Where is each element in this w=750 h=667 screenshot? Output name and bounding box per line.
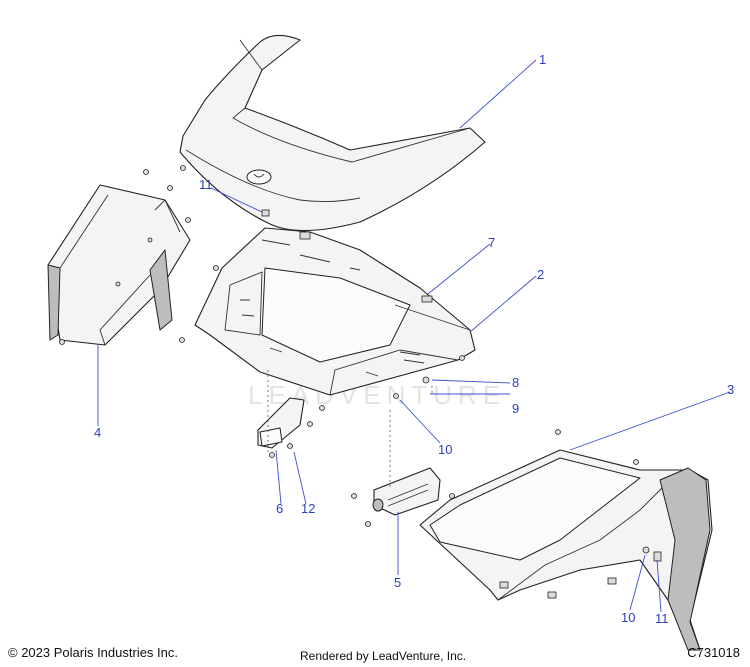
- diagram-code: C731018: [687, 645, 740, 660]
- callout-3: 3: [727, 382, 734, 397]
- copyright-text: © 2023 Polaris Industries Inc.: [8, 645, 178, 660]
- callout-11-right: 11: [655, 611, 669, 626]
- callout-6: 6: [276, 501, 283, 516]
- callout-10-center: 10: [438, 442, 452, 457]
- right-side-panel: [419, 449, 713, 651]
- callout-11-top: 11: [199, 177, 213, 192]
- alignment-lines: [267, 370, 433, 490]
- left-side-panel: [47, 184, 191, 346]
- fasteners: [59, 165, 662, 562]
- hood-top-panel: [179, 34, 486, 232]
- callout-1: 1: [539, 52, 546, 67]
- callout-9: 9: [512, 401, 519, 416]
- callout-2: 2: [537, 267, 544, 282]
- callout-5: 5: [394, 575, 401, 590]
- callout-8: 8: [512, 375, 519, 390]
- callout-12: 12: [301, 501, 315, 516]
- leader-lines: [97, 59, 731, 613]
- callout-4: 4: [94, 425, 101, 440]
- hood-support-frame: [194, 227, 476, 396]
- callout-10-right: 10: [621, 610, 635, 625]
- callout-7: 7: [488, 235, 495, 250]
- support-bracket: [257, 397, 305, 449]
- callout-labels: 1 2 3 4 5 6 7 8 9 10 10 11 11 12: [94, 52, 734, 626]
- latch-bracket: [372, 467, 441, 516]
- rendered-by-text: Rendered by LeadVenture, Inc.: [300, 649, 467, 663]
